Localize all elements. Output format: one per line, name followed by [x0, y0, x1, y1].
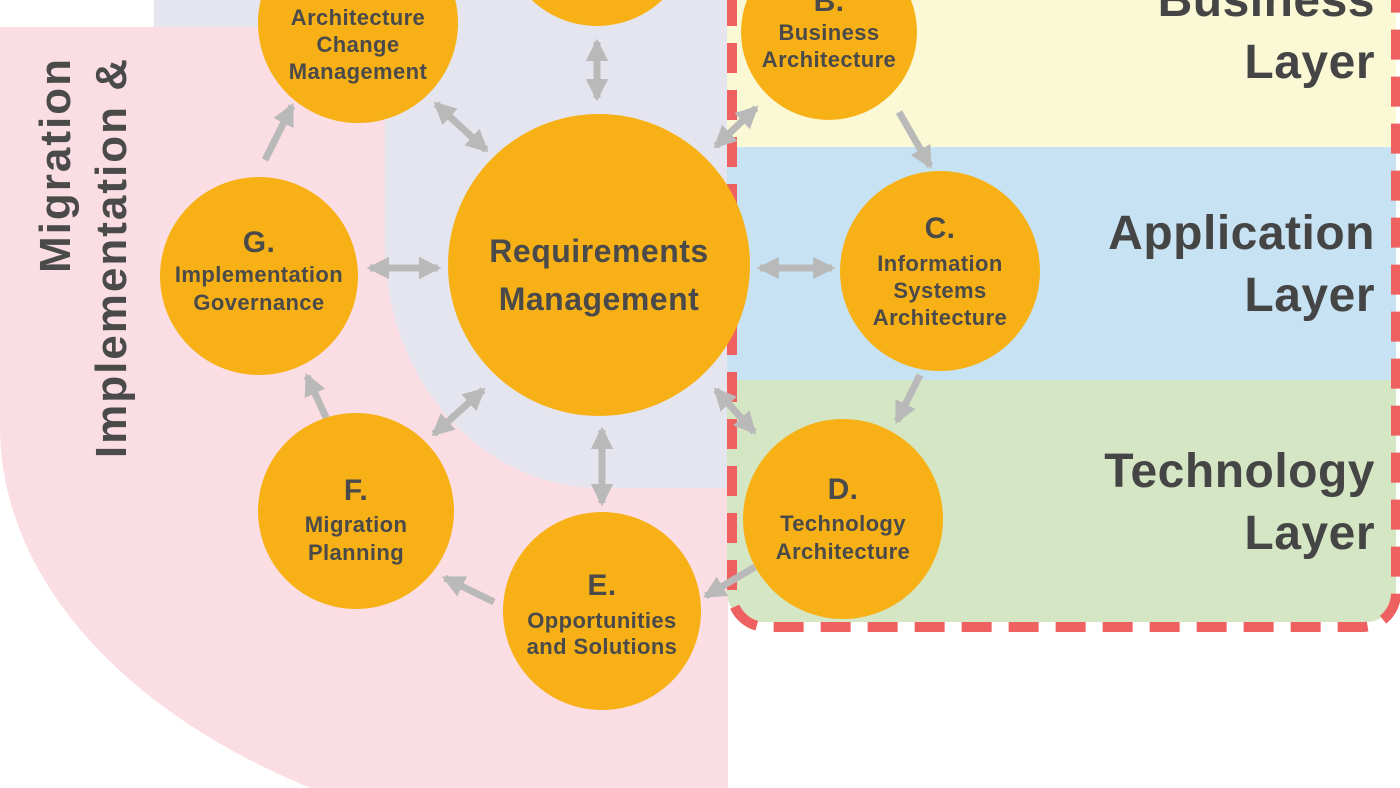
- sector-label-line1: Migration: [31, 57, 80, 273]
- phase-f-label: F. Migration Planning: [258, 476, 454, 567]
- phase-e-letter: E.: [587, 569, 617, 602]
- application-layer-line1: Application: [1108, 207, 1375, 260]
- phase-b-letter: B.: [813, 0, 845, 18]
- technology-layer-line2: Layer: [1244, 507, 1375, 560]
- acm-line3: Management: [288, 59, 428, 84]
- phase-e-line1: Opportunities: [527, 608, 677, 633]
- phase-c-line3: Architecture: [872, 305, 1008, 330]
- business-layer-line1: Business: [1157, 0, 1375, 27]
- phase-circle-e-opportunities-solutions: [503, 512, 701, 710]
- technology-layer-line1: Technology: [1104, 445, 1375, 498]
- phase-d-label: D. Technology Architecture: [743, 475, 943, 566]
- phase-e-line2: and Solutions: [526, 634, 678, 659]
- phase-circle-d-technology-architecture: [743, 419, 943, 619]
- requirements-management-circle: [448, 114, 750, 416]
- req-line1: Requirements: [489, 233, 709, 269]
- application-layer-line2: Layer: [1244, 269, 1375, 322]
- req-line2: Management: [498, 281, 700, 317]
- business-layer-label: Business Layer: [1158, 0, 1375, 94]
- phase-c-line2: Systems: [893, 278, 987, 303]
- sector-label-line2: Implementation &: [87, 57, 136, 459]
- phase-g-letter: G.: [242, 226, 276, 259]
- phase-f-line2: Planning: [307, 540, 405, 565]
- phase-d-line1: Technology: [780, 511, 906, 536]
- requirements-management-label: Requirements Management: [448, 227, 750, 323]
- phase-d-letter: D.: [827, 473, 859, 506]
- phase-f-line1: Migration: [304, 512, 408, 537]
- phase-c-label: C. Information Systems Architecture: [840, 214, 1040, 331]
- acm-line1: Architecture: [290, 5, 426, 30]
- application-layer-label: Application Layer: [1108, 203, 1375, 327]
- phase-circle-f-migration-planning: [258, 413, 454, 609]
- phase-f-letter: F.: [343, 474, 369, 507]
- phase-b-line1: Business: [778, 20, 880, 45]
- sector-label-implementation-migration: Migration Implementation &: [28, 57, 140, 507]
- business-layer-line2: Layer: [1244, 36, 1375, 89]
- phase-b-line2: Architecture: [761, 47, 897, 72]
- acm-label: Architecture Change Management: [258, 4, 458, 85]
- phase-c-letter: C.: [924, 212, 956, 245]
- phase-e-label: E. Opportunities and Solutions: [502, 571, 702, 660]
- phase-d-line2: Architecture: [775, 539, 911, 564]
- phase-g-label: G. Implementation Governance: [159, 227, 359, 317]
- technology-layer-label: Technology Layer: [1104, 441, 1375, 565]
- phase-circle-g-implementation-governance: [160, 177, 358, 375]
- phase-circle-c-information-systems-architecture: [840, 171, 1040, 371]
- phase-b-label: B. Business Architecture: [729, 0, 929, 73]
- phase-c-line1: Information: [877, 251, 1003, 276]
- phase-g-line2: Governance: [193, 290, 325, 315]
- acm-line2: Change: [316, 32, 400, 57]
- phase-g-line1: Implementation: [174, 262, 344, 287]
